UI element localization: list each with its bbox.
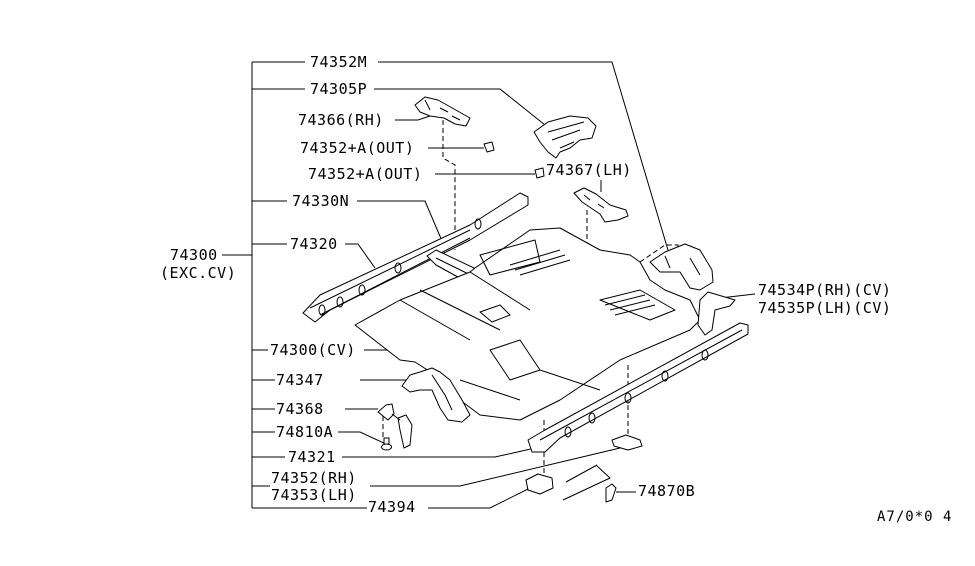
- part-74352-74353-bracket[interactable]: [611, 434, 643, 451]
- label-74300: 74300: [170, 246, 218, 264]
- label-74320[interactable]: 74320: [290, 235, 338, 253]
- label-74810A[interactable]: 74810A: [276, 423, 333, 441]
- part-74367-bracket[interactable]: [573, 187, 629, 223]
- part-74810A-bolt[interactable]: [381, 437, 392, 451]
- label-74347[interactable]: 74347: [276, 371, 324, 389]
- label-74352A-out-1[interactable]: 74352+A(OUT): [300, 139, 414, 157]
- part-74352A-clip-2[interactable]: [534, 167, 545, 179]
- part-74305P-bracket[interactable]: [533, 115, 597, 159]
- label-74321[interactable]: 74321: [288, 448, 336, 466]
- label-74352M[interactable]: 74352M: [310, 53, 367, 71]
- label-74366-rh[interactable]: 74366(RH): [298, 111, 384, 129]
- label-74300-cv[interactable]: 74300(CV): [270, 341, 356, 359]
- label-74305P[interactable]: 74305P: [310, 80, 367, 98]
- label-74394[interactable]: 74394: [368, 498, 416, 516]
- label-74300-note: (EXC.CV): [160, 264, 236, 282]
- label-74330N[interactable]: 74330N: [292, 192, 349, 210]
- part-74320-side-rail[interactable]: [302, 192, 529, 323]
- part-74321-side-sill[interactable]: [527, 322, 749, 453]
- label-74352A-out-2[interactable]: 74352+A(OUT): [308, 165, 422, 183]
- group-bracket: [222, 61, 367, 509]
- part-74347-reinforcement[interactable]: [401, 367, 471, 423]
- part-74352A-clip-1[interactable]: [483, 141, 495, 153]
- label-74367-lh[interactable]: 74367(LH): [546, 161, 632, 179]
- part-74870B-clip[interactable]: [605, 483, 617, 503]
- part-74366-bracket[interactable]: [414, 96, 471, 127]
- part-sill-strip[interactable]: [562, 464, 611, 501]
- label-74368[interactable]: 74368: [276, 400, 324, 418]
- label-74870B[interactable]: 74870B: [638, 482, 695, 500]
- part-74352M-bracket[interactable]: [649, 243, 714, 291]
- label-74534P[interactable]: 74534P(RH)(CV): [758, 281, 891, 299]
- diagram-code: A7/0*0 4: [877, 509, 952, 525]
- part-74394-bracket[interactable]: [525, 473, 554, 495]
- label-74535P[interactable]: 74535P(LH)(CV): [758, 299, 891, 317]
- part-74368-bracket[interactable]: [377, 403, 413, 449]
- label-74353-lh[interactable]: 74353(LH): [271, 486, 357, 504]
- label-74352-rh[interactable]: 74352(RH): [271, 469, 357, 487]
- part-74534P-74535P-brace[interactable]: [697, 291, 736, 336]
